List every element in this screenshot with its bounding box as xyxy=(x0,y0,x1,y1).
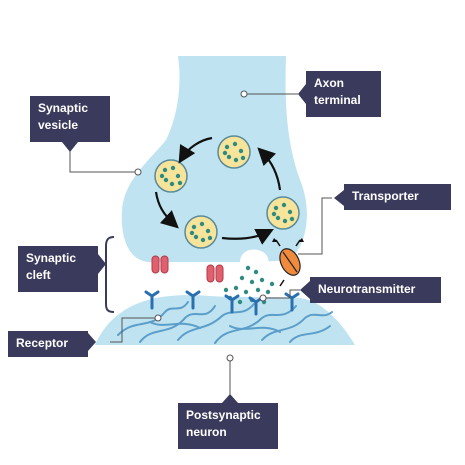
transporter-protein xyxy=(272,238,304,287)
postsynaptic-neuron-body xyxy=(95,295,355,345)
label-pointers xyxy=(62,84,344,403)
label-receptor: Receptor xyxy=(8,331,88,357)
receptor xyxy=(224,294,240,314)
label-synaptic-cleft: Synaptic cleft xyxy=(18,246,98,292)
label-connectors xyxy=(69,93,332,395)
label-postsynaptic-neuron: Postsynaptic neuron xyxy=(178,403,278,449)
synaptic-vesicle xyxy=(217,135,251,169)
synaptic-cleft-bracket xyxy=(105,236,115,313)
vesicle-fusion-site xyxy=(240,249,269,264)
synaptic-vesicle xyxy=(154,159,188,193)
label-transporter: Transporter xyxy=(344,184,451,210)
synaptic-vesicle xyxy=(266,196,300,230)
synaptic-vesicle xyxy=(184,215,218,249)
receptor xyxy=(144,290,160,310)
ion-channel xyxy=(151,255,169,274)
receptor xyxy=(284,292,300,312)
dendrite-fibers xyxy=(117,301,333,344)
ion-channel xyxy=(206,264,224,283)
label-neurotransmitter: Neurotransmitter xyxy=(310,277,441,303)
receptor xyxy=(185,290,201,310)
vesicle-cycle-arrows xyxy=(154,136,282,245)
label-synaptic-vesicle: Synaptic vesicle xyxy=(30,96,110,142)
anchor-dots xyxy=(134,90,267,362)
label-axon-terminal: Axon terminal xyxy=(306,71,381,117)
